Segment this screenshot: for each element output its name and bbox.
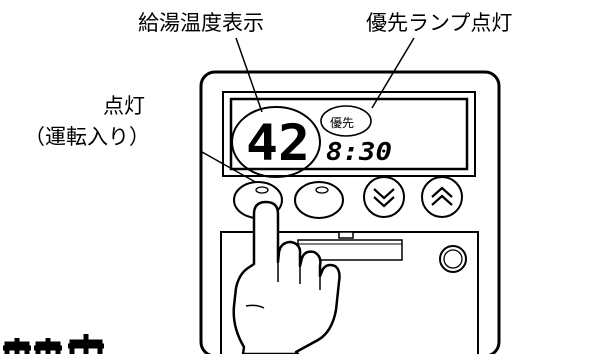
reset-button[interactable] <box>439 245 467 273</box>
cover-latch <box>338 231 354 239</box>
lamp-icon <box>315 186 329 194</box>
temperature-highlight-circle <box>231 106 321 178</box>
hot-water-temp-display-label: 給湯温度表示 <box>138 11 264 35</box>
double-chevron-down-icon <box>373 188 395 208</box>
lcd-priority-indicator: 優先 <box>330 116 354 130</box>
temp-down-button[interactable] <box>363 176 405 218</box>
priority-lamp-leader-line <box>371 37 415 109</box>
lit-label: 点灯 <box>103 94 145 118</box>
priority-button[interactable] <box>294 181 344 219</box>
temp-display-leader-line <box>235 37 263 113</box>
lcd-frame <box>222 91 476 177</box>
operation-lamp-icon <box>255 186 269 194</box>
controller-body <box>199 70 501 354</box>
cropped-heading-fragment <box>3 334 104 354</box>
double-chevron-up-icon <box>431 186 453 206</box>
lcd-screen <box>229 97 469 171</box>
running-label: （運転入り） <box>24 125 150 149</box>
lcd-time: 8:30 <box>326 137 392 166</box>
lcd-temperature: 42 <box>246 114 310 172</box>
priority-lamp-on-label: 優先ランプ点灯 <box>366 11 512 35</box>
pressing-hand-icon <box>232 200 341 354</box>
temp-up-button[interactable] <box>421 176 463 218</box>
priority-highlight-circle <box>320 105 372 137</box>
